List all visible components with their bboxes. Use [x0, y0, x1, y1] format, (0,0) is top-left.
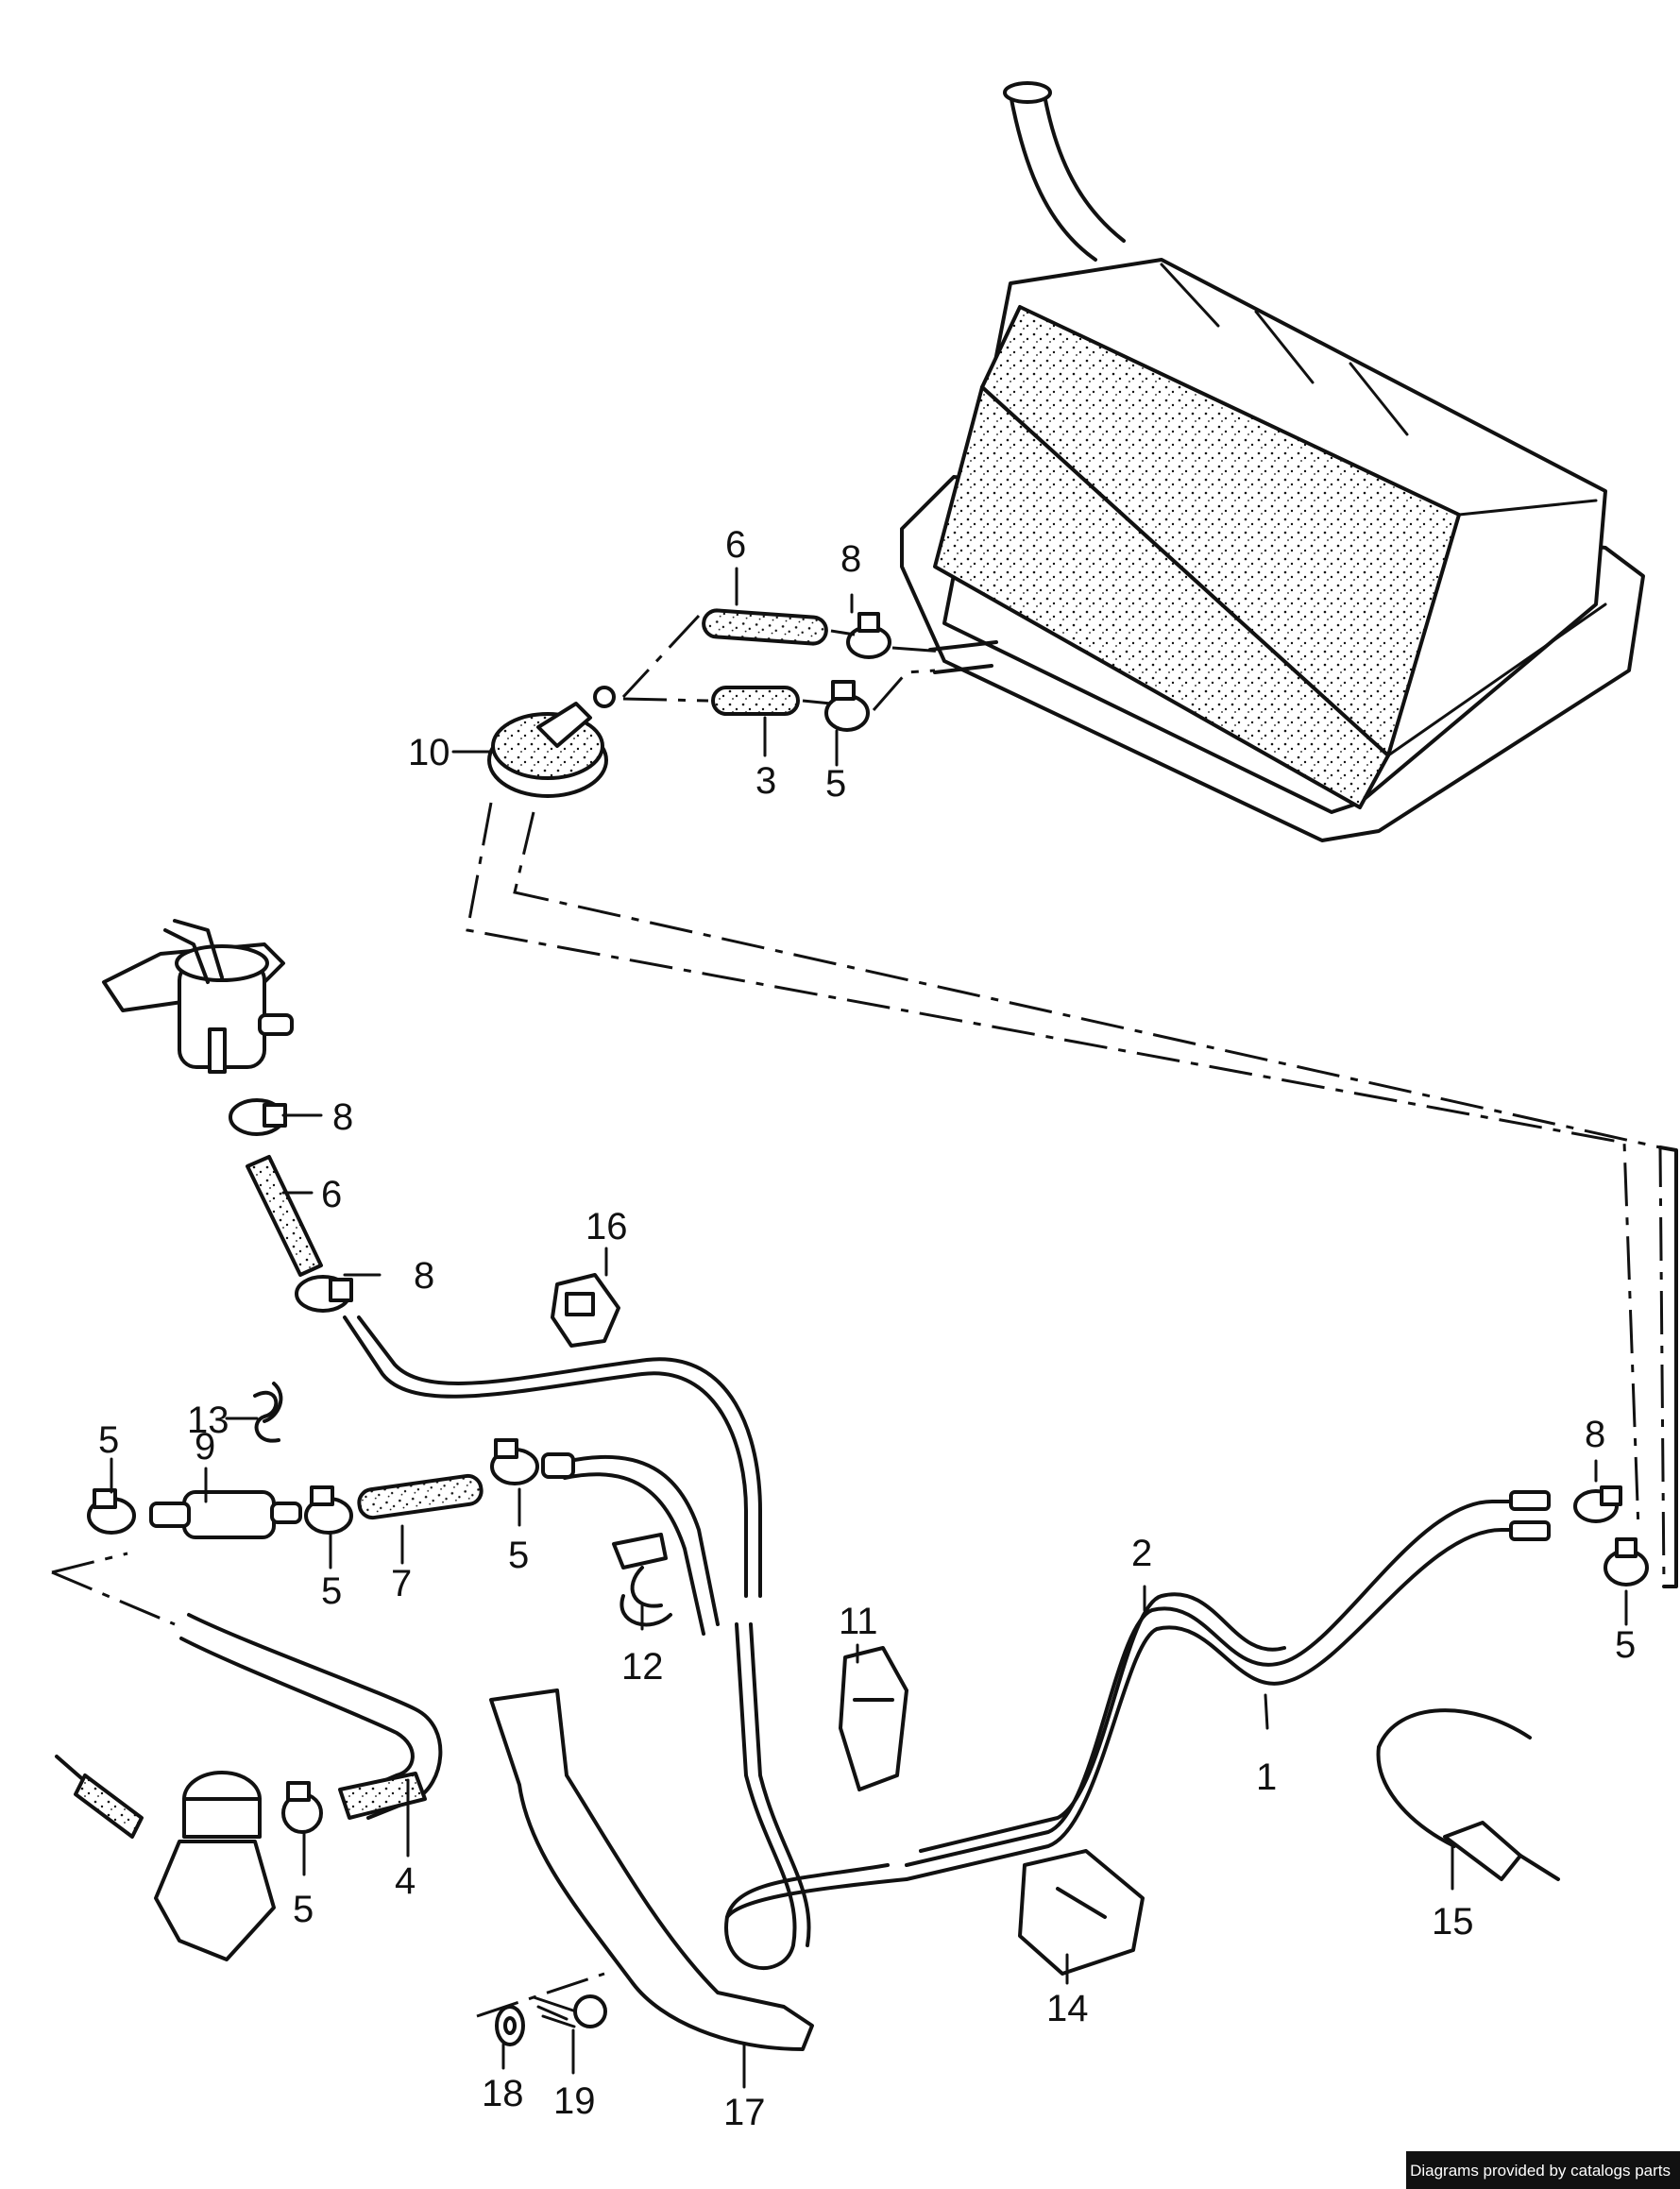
clamp-5-filter-left — [87, 1488, 136, 1535]
clamp-5-filter-right — [304, 1485, 353, 1535]
callout-3: 3 — [755, 760, 776, 802]
callout-15: 15 — [1432, 1901, 1474, 1943]
clip-14 — [1018, 1849, 1145, 1976]
callout-1: 1 — [1256, 1756, 1277, 1798]
callout-11: 11 — [839, 1601, 878, 1642]
callout-19: 19 — [553, 2080, 596, 2122]
clip-13 — [253, 1382, 283, 1443]
callout-16: 16 — [585, 1206, 628, 1247]
washer-18 — [495, 2005, 525, 2046]
callout-17: 17 — [723, 2092, 766, 2133]
pressure-regulator — [102, 919, 294, 1074]
callout-4: 4 — [395, 1860, 416, 1902]
callout-6-top: 6 — [725, 524, 746, 566]
callout-12: 12 — [621, 1646, 664, 1688]
clamp-5-right — [1604, 1537, 1649, 1587]
fuel-lines — [724, 1490, 1551, 1970]
hose-7 — [357, 1473, 484, 1520]
callout-14: 14 — [1046, 1988, 1089, 2029]
callout-5-right: 5 — [1615, 1624, 1636, 1666]
callout-5-pump: 5 — [293, 1889, 314, 1930]
callout-5-filter: 5 — [321, 1570, 342, 1612]
clamp-8-b — [295, 1275, 353, 1313]
callout-5-top: 5 — [825, 763, 846, 805]
clip-12 — [612, 1533, 672, 1627]
callout-2: 2 — [1131, 1533, 1152, 1574]
clamp-5-pump — [281, 1781, 323, 1834]
leader-lines — [110, 567, 1628, 2089]
callout-5-left: 5 — [98, 1419, 119, 1461]
credit-banner: Diagrams provided by catalogs parts — [1406, 2151, 1680, 2189]
clamp-5-top — [824, 680, 870, 732]
callout-13: 13 — [187, 1400, 229, 1441]
callout-8-a: 8 — [332, 1096, 353, 1138]
hose-4 — [338, 1772, 427, 1820]
callout-6-left: 6 — [321, 1174, 342, 1215]
screw-19 — [532, 1994, 607, 2028]
clip-16 — [551, 1273, 620, 1348]
clamp-8-right — [1573, 1485, 1622, 1523]
callout-9: 9 — [195, 1426, 215, 1468]
tank-strap — [1376, 1708, 1560, 1881]
heat-shield — [489, 1688, 814, 2051]
hose-3 — [711, 686, 800, 716]
clamp-8-top — [846, 612, 891, 659]
hose-6-top — [702, 608, 828, 646]
callout-5-mid: 5 — [508, 1535, 529, 1576]
hose-6-left — [246, 1155, 323, 1277]
clamp-8-a — [229, 1098, 287, 1136]
callout-labels: 1 2 3 4 5 5 5 5 5 5 6 6 7 8 8 8 8 9 10 1… — [98, 524, 1636, 2133]
fuel-tank — [900, 81, 1645, 842]
callout-18: 18 — [482, 2073, 524, 2114]
callout-10: 10 — [408, 732, 450, 773]
fuel-gauge-sender — [487, 686, 616, 798]
fuel-filter — [149, 1490, 302, 1539]
callout-8-top: 8 — [840, 538, 861, 580]
credit-text: Diagrams provided by catalogs parts — [1410, 2162, 1671, 2180]
clamp-5-mid — [490, 1438, 539, 1485]
callout-8-b: 8 — [414, 1255, 434, 1297]
callout-7: 7 — [391, 1563, 412, 1604]
fuel-pump — [55, 1755, 276, 1961]
callout-8-right: 8 — [1585, 1414, 1605, 1455]
clip-11 — [839, 1646, 908, 1791]
